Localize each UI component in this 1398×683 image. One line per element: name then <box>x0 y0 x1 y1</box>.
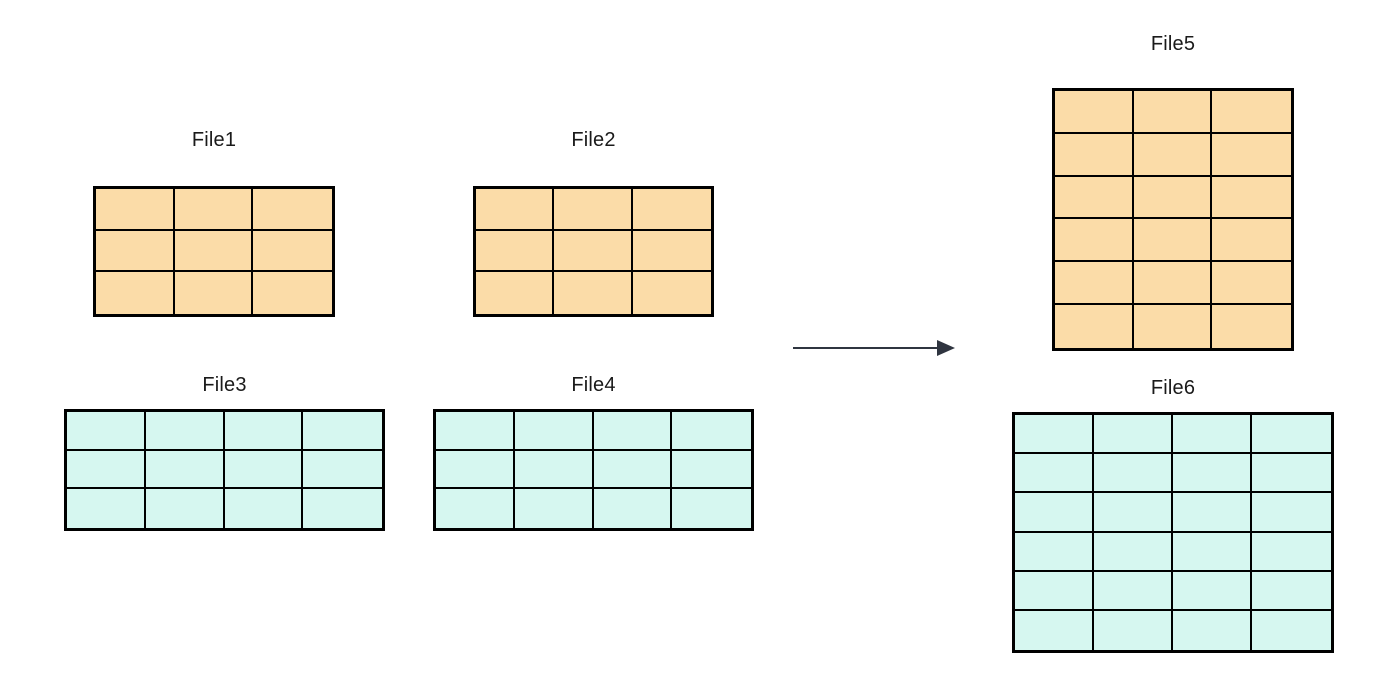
file-cell <box>1055 262 1134 306</box>
file-cell <box>1212 176 1291 220</box>
file-cell <box>672 489 751 528</box>
file-cell <box>1015 415 1094 455</box>
file-cell <box>1212 219 1291 263</box>
file-cell <box>1173 532 1252 572</box>
file-cell <box>514 450 594 490</box>
file-cell <box>253 189 332 231</box>
file-cell <box>224 489 304 528</box>
file-grid-file2 <box>473 186 714 317</box>
file-cell <box>1252 571 1331 611</box>
merge-arrow <box>793 338 955 358</box>
file-cell <box>554 230 633 273</box>
file-cell <box>303 489 382 528</box>
file-grid-file5 <box>1052 88 1294 351</box>
file-cell <box>96 272 175 314</box>
file-cell <box>1015 610 1094 650</box>
file-cell <box>1173 610 1252 650</box>
file-label-file2: File2 <box>571 129 616 151</box>
file-label-file6: File6 <box>1150 377 1196 399</box>
file-cell <box>1252 454 1331 494</box>
file-cell <box>96 189 175 231</box>
file-cell <box>145 412 225 451</box>
file-cell <box>1252 493 1331 533</box>
file-cell <box>593 450 673 490</box>
file-cell <box>224 450 304 490</box>
file-cell <box>1055 305 1134 348</box>
file-cell <box>1252 532 1331 572</box>
file-cell <box>1094 493 1173 533</box>
merge-arrow-line <box>793 347 939 349</box>
file-label-file5: File5 <box>1150 33 1196 55</box>
file-cell <box>593 489 673 528</box>
file-cell <box>514 412 594 451</box>
file-cell <box>632 189 711 231</box>
file-cell <box>1055 133 1134 177</box>
file-cell <box>1055 91 1134 134</box>
file-cell <box>1094 415 1173 455</box>
file-cell <box>1133 305 1213 348</box>
file-grid-file1 <box>93 186 335 317</box>
file-cell <box>632 272 711 314</box>
file-cell <box>1173 415 1252 455</box>
file-cell <box>67 450 146 490</box>
file-cell <box>476 230 555 273</box>
file-cell <box>96 230 175 273</box>
file-cell <box>1212 305 1291 348</box>
file-cell <box>174 230 254 273</box>
file-cell <box>1212 91 1291 134</box>
file-cell <box>1133 91 1213 134</box>
file-cell <box>593 412 673 451</box>
file-cell <box>1133 219 1213 263</box>
file-cell <box>1212 262 1291 306</box>
file-cell <box>253 230 332 273</box>
file-cell <box>1252 415 1331 455</box>
file-cell <box>1015 493 1094 533</box>
file-cell <box>554 272 633 314</box>
file-cell <box>1015 454 1094 494</box>
file-label-file4: File4 <box>571 374 616 396</box>
file-cell <box>436 412 515 451</box>
file-cell <box>476 189 555 231</box>
file-cell <box>1133 176 1213 220</box>
file-cell <box>436 489 515 528</box>
file-cell <box>1252 610 1331 650</box>
file-cell <box>1133 133 1213 177</box>
file-grid-file4 <box>433 409 754 531</box>
file-cell <box>1094 454 1173 494</box>
file-cell <box>632 230 711 273</box>
file-grid-file3 <box>64 409 385 531</box>
file-cell <box>672 412 751 451</box>
file-cell <box>1094 571 1173 611</box>
file-cell <box>174 272 254 314</box>
file-cell <box>174 189 254 231</box>
file-cell <box>145 450 225 490</box>
file-cell <box>224 412 304 451</box>
file-label-file3: File3 <box>202 374 247 396</box>
file-cell <box>253 272 332 314</box>
file-cell <box>1094 610 1173 650</box>
file-cell <box>303 450 382 490</box>
file-cell <box>145 489 225 528</box>
file-cell <box>303 412 382 451</box>
merge-arrow-head <box>937 340 955 356</box>
file-cell <box>554 189 633 231</box>
file-cell <box>476 272 555 314</box>
file-cell <box>1173 493 1252 533</box>
file-cell <box>1055 176 1134 220</box>
file-cell <box>672 450 751 490</box>
file-cell <box>1094 532 1173 572</box>
file-cell <box>1015 532 1094 572</box>
file-cell <box>1173 571 1252 611</box>
file-cell <box>514 489 594 528</box>
file-cell <box>1055 219 1134 263</box>
file-cell <box>1173 454 1252 494</box>
file-cell <box>1212 133 1291 177</box>
file-cell <box>67 489 146 528</box>
file-cell <box>1015 571 1094 611</box>
file-grid-file6 <box>1012 412 1334 653</box>
file-cell <box>436 450 515 490</box>
file-label-file1: File1 <box>191 129 237 151</box>
file-cell <box>1133 262 1213 306</box>
file-cell <box>67 412 146 451</box>
